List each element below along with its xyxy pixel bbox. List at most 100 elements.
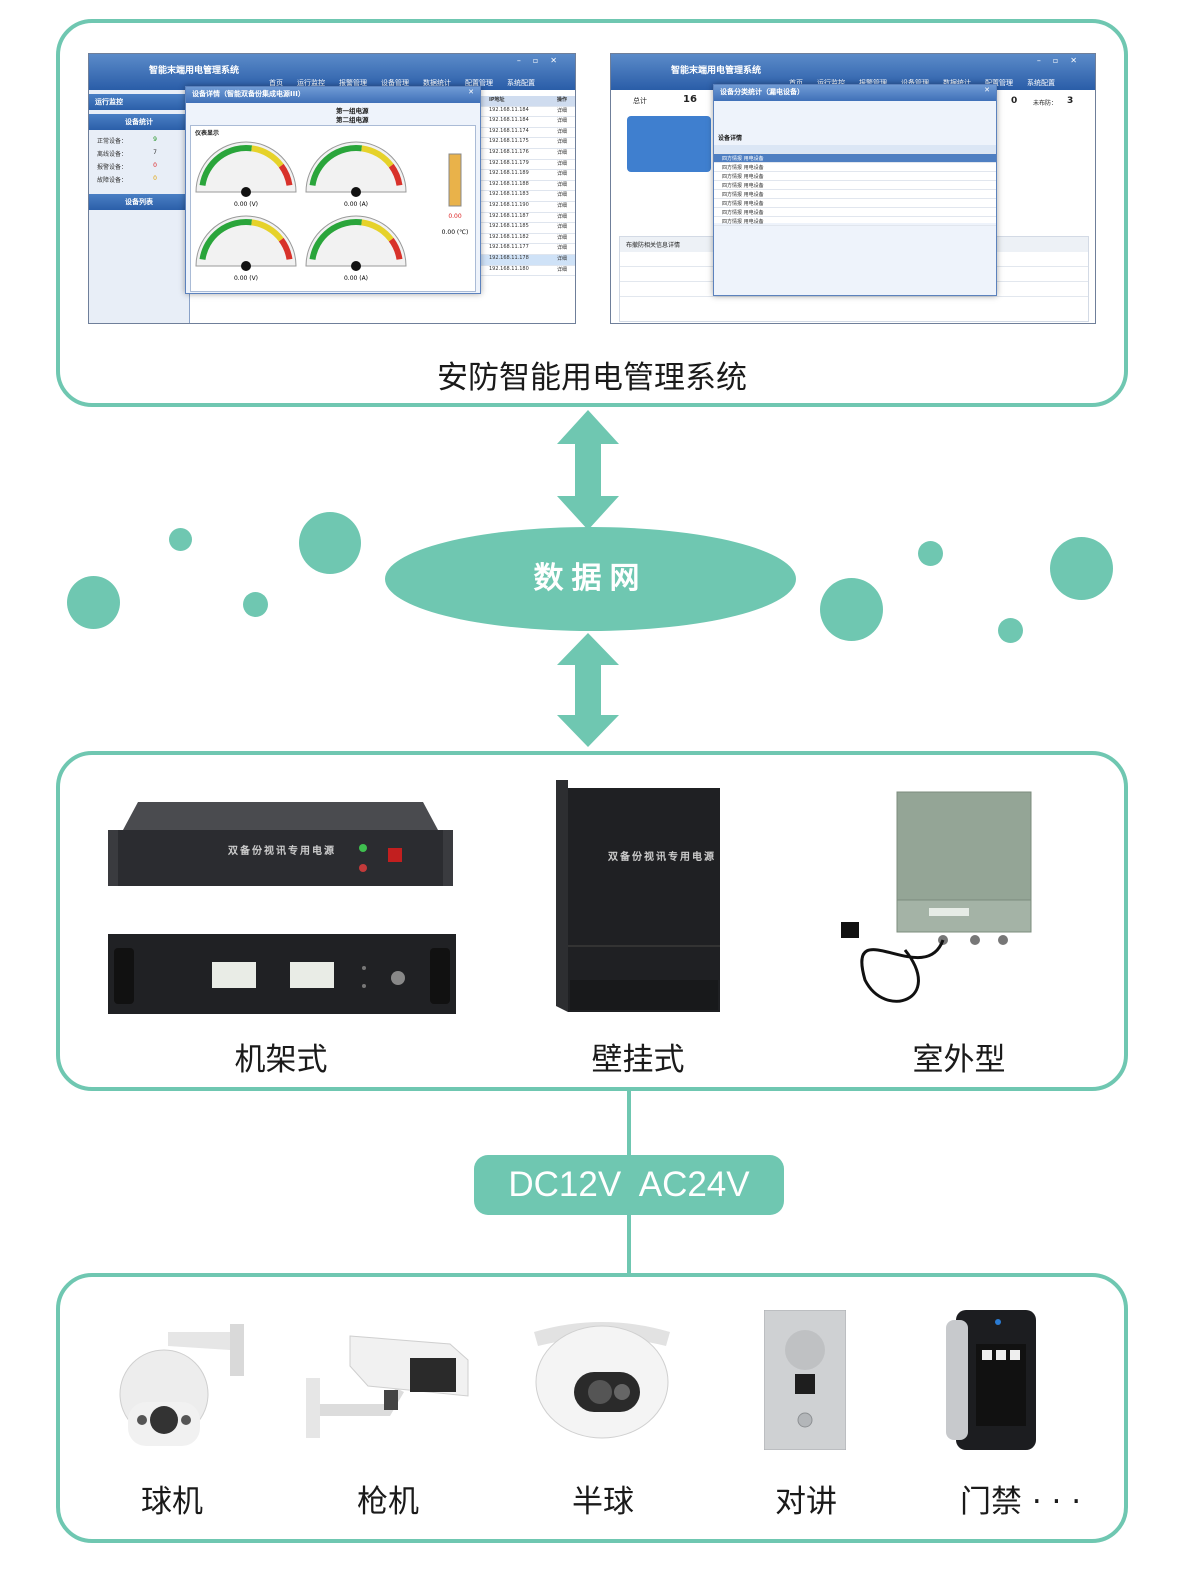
menu-item[interactable]: 设备管理 — [381, 79, 409, 87]
summary-tile — [627, 116, 711, 172]
rack-power-supply-image: 双备份视讯专用电源 — [108, 800, 453, 890]
detail-header: 设备详情 — [718, 135, 743, 142]
rack-power-supply-meter-image — [108, 930, 456, 1016]
gauge-arc — [251, 219, 284, 242]
menu-item[interactable]: 运行监控 — [817, 79, 845, 87]
dome-camera-image — [530, 1318, 674, 1440]
window-controls-icon: –▫✕ — [1036, 56, 1089, 65]
menu-item[interactable]: 系统配置 — [507, 79, 535, 87]
decor-dot — [820, 578, 883, 641]
main-menu: 首页 运行监控 报警管理 设备管理 数据统计 配置管理 系统配置 — [269, 78, 535, 88]
stat-value: 0 — [1011, 96, 1018, 106]
table-row[interactable]: 四方情报 用电设备 — [714, 172, 996, 181]
ptz-camera-label: 球机 — [141, 1484, 203, 1520]
software-screenshot-left: 智能末端用电管理系统 –▫✕ 首页 运行监控 报警管理 设备管理 数据统计 配置… — [88, 53, 576, 324]
intercom-image — [763, 1309, 847, 1451]
close-icon[interactable]: ✕ — [984, 86, 990, 94]
menu-item[interactable]: 首页 — [269, 79, 283, 87]
decor-dot — [243, 592, 268, 617]
total-label: 总计 — [633, 97, 647, 105]
outdoor-label: 室外型 — [912, 1042, 1006, 1078]
menu-item[interactable]: 配置管理 — [985, 79, 1013, 87]
voltage-label: DC12V AC24V — [508, 1165, 750, 1204]
device-detail-dialog: 设备详情（智能双备份集成电源III） ✕ 第一组电源 第二组电源 仪表显示 0.0… — [185, 86, 481, 294]
table-row[interactable]: 四方情报 用电设备 — [714, 199, 996, 208]
table-row[interactable]: 四方情报 用电设备 — [714, 190, 996, 199]
table-row — [714, 145, 996, 154]
gauge-needle-hub — [351, 187, 361, 197]
gauge-needle-hub — [241, 261, 251, 271]
gauge-arc — [278, 163, 293, 186]
menu-item[interactable]: 报警管理 — [339, 79, 367, 87]
menu-item[interactable]: 设备管理 — [901, 79, 929, 87]
gauge-needle-hub — [351, 261, 361, 271]
dialog-title: 设备分类统计（漏电设备） — [720, 88, 804, 96]
access-control-label: 门禁 · · · — [960, 1484, 1082, 1520]
menu-item[interactable]: 配置管理 — [465, 79, 493, 87]
gauge: 0.00 (A) — [305, 215, 407, 282]
table-row[interactable]: 四方情报 用电设备 — [714, 208, 996, 217]
network-label: 数据网 — [533, 561, 648, 596]
dialog-title: 设备详情（智能双备份集成电源III） — [192, 90, 305, 98]
intercom-label: 对讲 — [775, 1484, 837, 1520]
title-bar: 智能末端用电管理系统 –▫✕ 首页 运行监控 报警管理 设备管理 数据统计 配置… — [89, 54, 575, 90]
sidebar-header[interactable]: 运行监控 — [89, 94, 189, 110]
menu-item[interactable]: 数据统计 — [943, 79, 971, 87]
table-row[interactable]: 四方情报 用电设备 — [714, 181, 996, 190]
bullet-camera-image — [300, 1330, 472, 1442]
gauge-caption: 0.00 (A) — [344, 201, 368, 208]
gauge-arc — [388, 163, 403, 186]
meter-title: 仪表显示 — [195, 130, 220, 137]
bullet-camera-label: 枪机 — [357, 1484, 419, 1520]
list-header: 设备列表 — [89, 194, 189, 210]
stat-row: 报警设备：0 — [97, 162, 157, 171]
menu-item[interactable]: 首页 — [789, 79, 803, 87]
menu-item[interactable]: 运行监控 — [297, 79, 325, 87]
decor-dot — [1050, 537, 1113, 600]
table-row[interactable]: 四方情报 用电设备 — [714, 154, 996, 163]
ptz-dome-camera-image — [112, 1310, 252, 1450]
close-icon[interactable]: ✕ — [468, 88, 474, 96]
gauge-arc — [251, 145, 284, 168]
decor-dot — [299, 512, 361, 574]
table-row[interactable]: 四方情报 用电设备 — [714, 217, 996, 226]
gauge-caption: 0.00 (V) — [234, 275, 258, 282]
gauge-caption: 0.00 (V) — [234, 201, 258, 208]
group-2-label: 第二组电源 — [336, 116, 369, 124]
gauge-arc — [388, 237, 403, 260]
double-arrow-icon — [557, 410, 619, 530]
network-ellipse: 数据网 — [385, 527, 796, 631]
decor-dot — [67, 576, 120, 629]
gauge-needle-hub — [241, 187, 251, 197]
stat-row: 故障设备：0 — [97, 175, 157, 184]
connector-line — [627, 1091, 631, 1155]
group-1-label: 第一组电源 — [336, 107, 369, 115]
app-title: 智能末端用电管理系统 — [149, 66, 240, 76]
dome-camera-label: 半球 — [572, 1484, 634, 1520]
gauge-caption: 0.00 (A) — [344, 275, 368, 282]
temp-value: 0.00 — [448, 213, 462, 220]
menu-item[interactable]: 系统配置 — [1027, 79, 1055, 87]
menu-item[interactable]: 数据统计 — [423, 79, 451, 87]
double-arrow-icon — [557, 633, 619, 747]
wall-label: 壁挂式 — [591, 1042, 685, 1078]
table-row[interactable]: 四方情报 用电设备 — [714, 163, 996, 172]
menu-item[interactable]: 报警管理 — [859, 79, 887, 87]
